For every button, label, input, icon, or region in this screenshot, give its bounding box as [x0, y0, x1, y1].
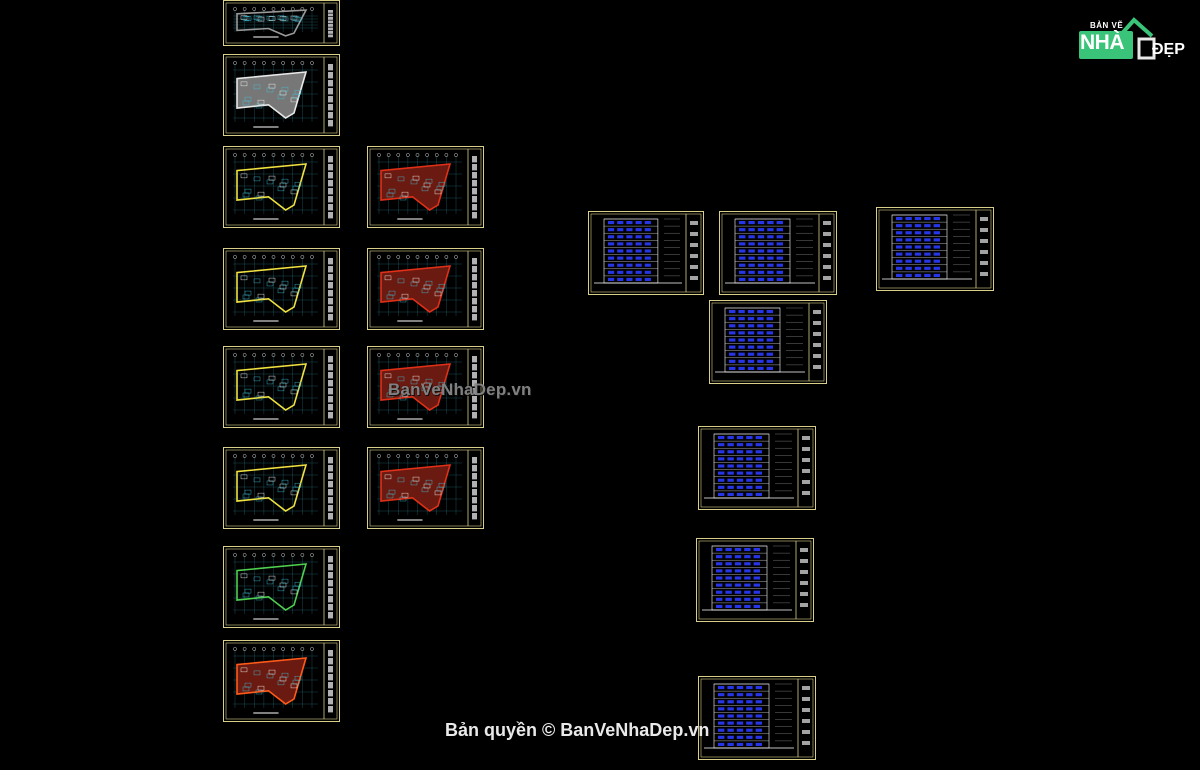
elevation-sheet[interactable]	[696, 538, 814, 622]
logo-accent-text: ĐẸP	[1152, 41, 1185, 58]
floor-plan-sheet[interactable]	[223, 546, 340, 628]
watermark-text: BanVeNhaDep.vn	[388, 380, 532, 399]
floor-plan-sheet[interactable]	[367, 146, 484, 228]
elevation-sheet[interactable]	[698, 676, 816, 760]
house-logo-icon	[1079, 17, 1156, 60]
elevation-sheet[interactable]	[698, 426, 816, 510]
elevation-sheet[interactable]	[876, 207, 994, 291]
floor-plan-sheet[interactable]	[223, 346, 340, 428]
logo-main-text: NHÀ	[1080, 31, 1125, 54]
elevation-sheet[interactable]	[588, 211, 704, 295]
floor-plan-sheet[interactable]	[367, 447, 484, 529]
floor-plan-sheet[interactable]	[223, 248, 340, 330]
floor-plan-sheet[interactable]	[223, 640, 340, 722]
floor-plan-sheet[interactable]	[367, 248, 484, 330]
elevation-sheet[interactable]	[719, 211, 837, 295]
elevation-sheet[interactable]	[709, 300, 827, 384]
logo-small-text: BẢN VẼ	[1090, 21, 1124, 30]
floor-plan-sheet[interactable]	[223, 146, 340, 228]
floor-plan-sheet[interactable]	[223, 54, 340, 136]
copyright-text: Bản quyền © BanVeNhaDep.vn	[445, 720, 710, 740]
floor-plan-sheet[interactable]	[223, 447, 340, 529]
floor-plan-sheet[interactable]	[223, 0, 340, 46]
floor-plan-sheet[interactable]	[367, 346, 484, 428]
